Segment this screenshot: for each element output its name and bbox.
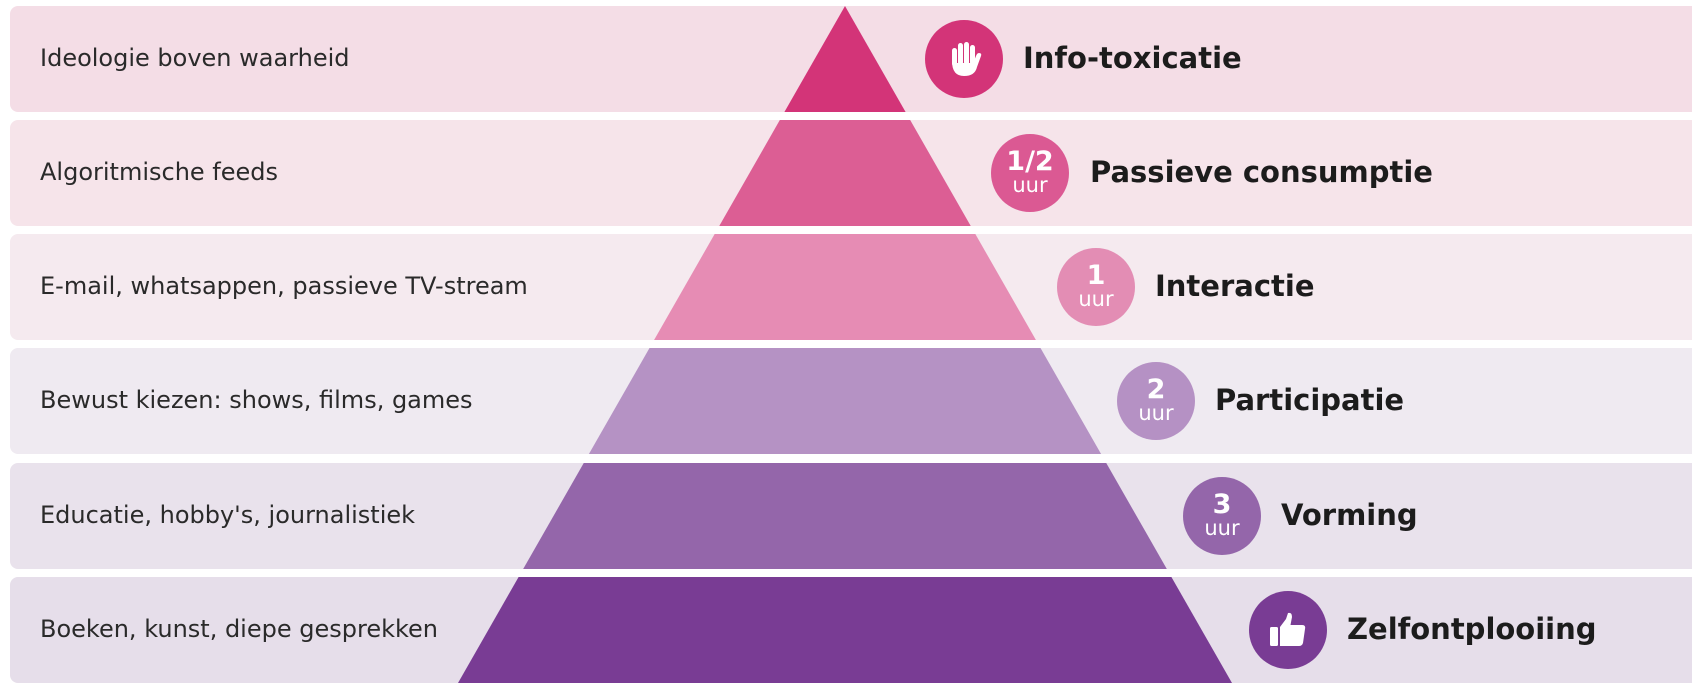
- level-description: Bewust kiezen: shows, films, games: [40, 386, 473, 414]
- icon-badge: [1249, 591, 1327, 669]
- badge-number: 3: [1212, 489, 1232, 520]
- badge-number: 2: [1146, 374, 1166, 405]
- badge-number: 1/2: [1006, 146, 1054, 177]
- badge-unit: uur: [1138, 401, 1174, 425]
- level-description: Educatie, hobby's, journalistiek: [40, 501, 416, 529]
- level-label: Participatie: [1215, 383, 1405, 417]
- pyramid-tier: [719, 120, 971, 226]
- level-description: E-mail, whatsappen, passieve TV-stream: [40, 272, 528, 300]
- pyramid-tier: [523, 463, 1167, 569]
- badge-unit: uur: [1204, 516, 1240, 540]
- level-label: Zelfontplooiing: [1347, 612, 1597, 646]
- level-label: Info-toxicatie: [1023, 41, 1242, 75]
- level-label: Interactie: [1155, 269, 1315, 303]
- level-label: Vorming: [1281, 498, 1418, 532]
- pyramid-tier: [654, 234, 1036, 340]
- level-description: Ideologie boven waarheid: [40, 44, 350, 72]
- icon-badge: [925, 20, 1003, 98]
- badge-unit: uur: [1012, 173, 1048, 197]
- pyramid-tier: [588, 348, 1102, 454]
- pyramid-tier: [784, 6, 906, 112]
- level-description: Boeken, kunst, diepe gesprekken: [40, 615, 439, 643]
- level-description: Algoritmische feeds: [40, 158, 279, 186]
- badge-unit: uur: [1078, 287, 1114, 311]
- level-label: Passieve consumptie: [1090, 155, 1433, 189]
- badge-number: 1: [1086, 260, 1106, 291]
- pyramid-tier: [458, 577, 1232, 683]
